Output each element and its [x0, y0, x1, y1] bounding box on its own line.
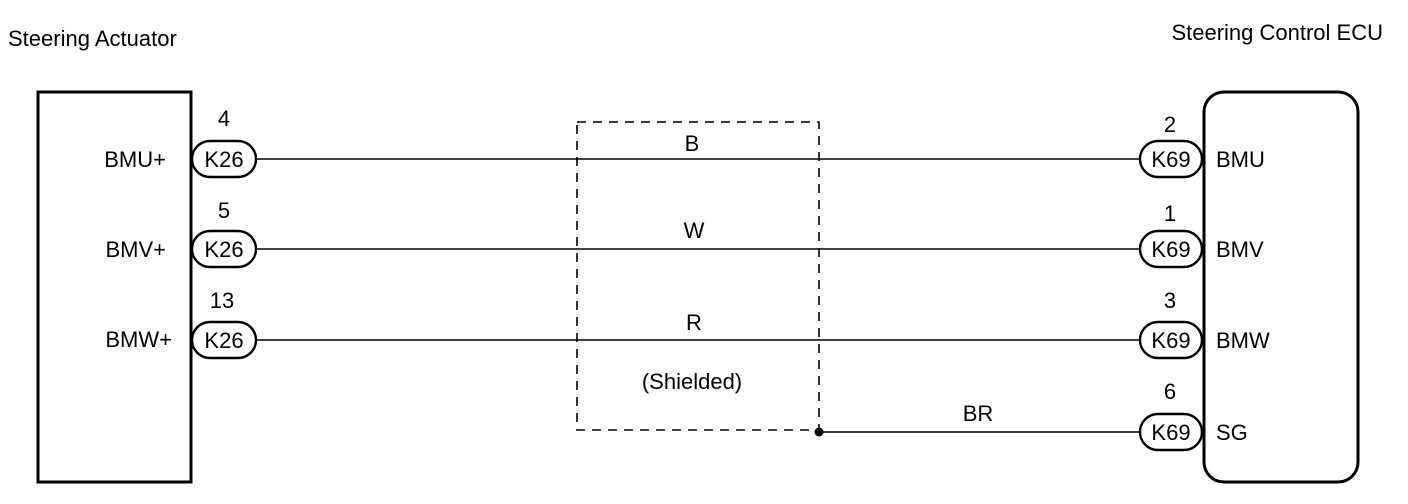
left-signal-label: BMV+ — [105, 237, 166, 262]
right-connector-k69 — [1138, 139, 1204, 179]
left-connector-k26 — [190, 229, 258, 269]
right-connector-k69 — [1138, 320, 1204, 360]
right-signal-label: BMU — [1216, 147, 1265, 172]
right-connector-label: K69 — [1151, 420, 1190, 445]
right-signal-label: SG — [1216, 420, 1248, 445]
left-pin-number: 5 — [218, 198, 230, 223]
shield-label: (Shielded) — [642, 369, 742, 394]
right-pin-number: 1 — [1164, 201, 1176, 226]
right-pin-number: 3 — [1164, 288, 1176, 313]
wire-color-label: R — [686, 310, 702, 335]
shield-box — [576, 121, 820, 431]
shield-ground-junction — [814, 427, 824, 437]
left-signal-label: BMU+ — [104, 147, 166, 172]
right-connector-k69 — [1138, 412, 1204, 452]
left-connector-label: K26 — [204, 328, 243, 353]
right-connector-label: K69 — [1151, 328, 1190, 353]
left-pin-number: 4 — [218, 106, 230, 131]
right-connector-k69 — [1138, 229, 1204, 269]
left-connector-label: K26 — [204, 147, 243, 172]
right-component-title: Steering Control ECU — [1171, 20, 1383, 45]
steering-control-ecu-box — [1202, 90, 1360, 484]
right-signal-label: BMV — [1216, 237, 1264, 262]
left-connector-label: K26 — [204, 237, 243, 262]
right-signal-label: BMW — [1216, 328, 1270, 353]
wire-color-label: B — [685, 131, 700, 156]
right-connector-label: K69 — [1151, 147, 1190, 172]
wire-color-label: W — [684, 218, 705, 243]
left-signal-label: BMW+ — [105, 327, 172, 352]
left-pin-number: 13 — [210, 288, 234, 313]
steering-actuator-box — [36, 90, 193, 484]
left-connector-k26 — [190, 320, 258, 360]
left-connector-k26 — [190, 139, 258, 179]
right-pin-number: 2 — [1164, 112, 1176, 137]
right-connector-label: K69 — [1151, 237, 1190, 262]
wire-color-label: BR — [963, 401, 994, 426]
right-pin-number: 6 — [1164, 379, 1176, 404]
left-component-title: Steering Actuator — [8, 26, 177, 51]
